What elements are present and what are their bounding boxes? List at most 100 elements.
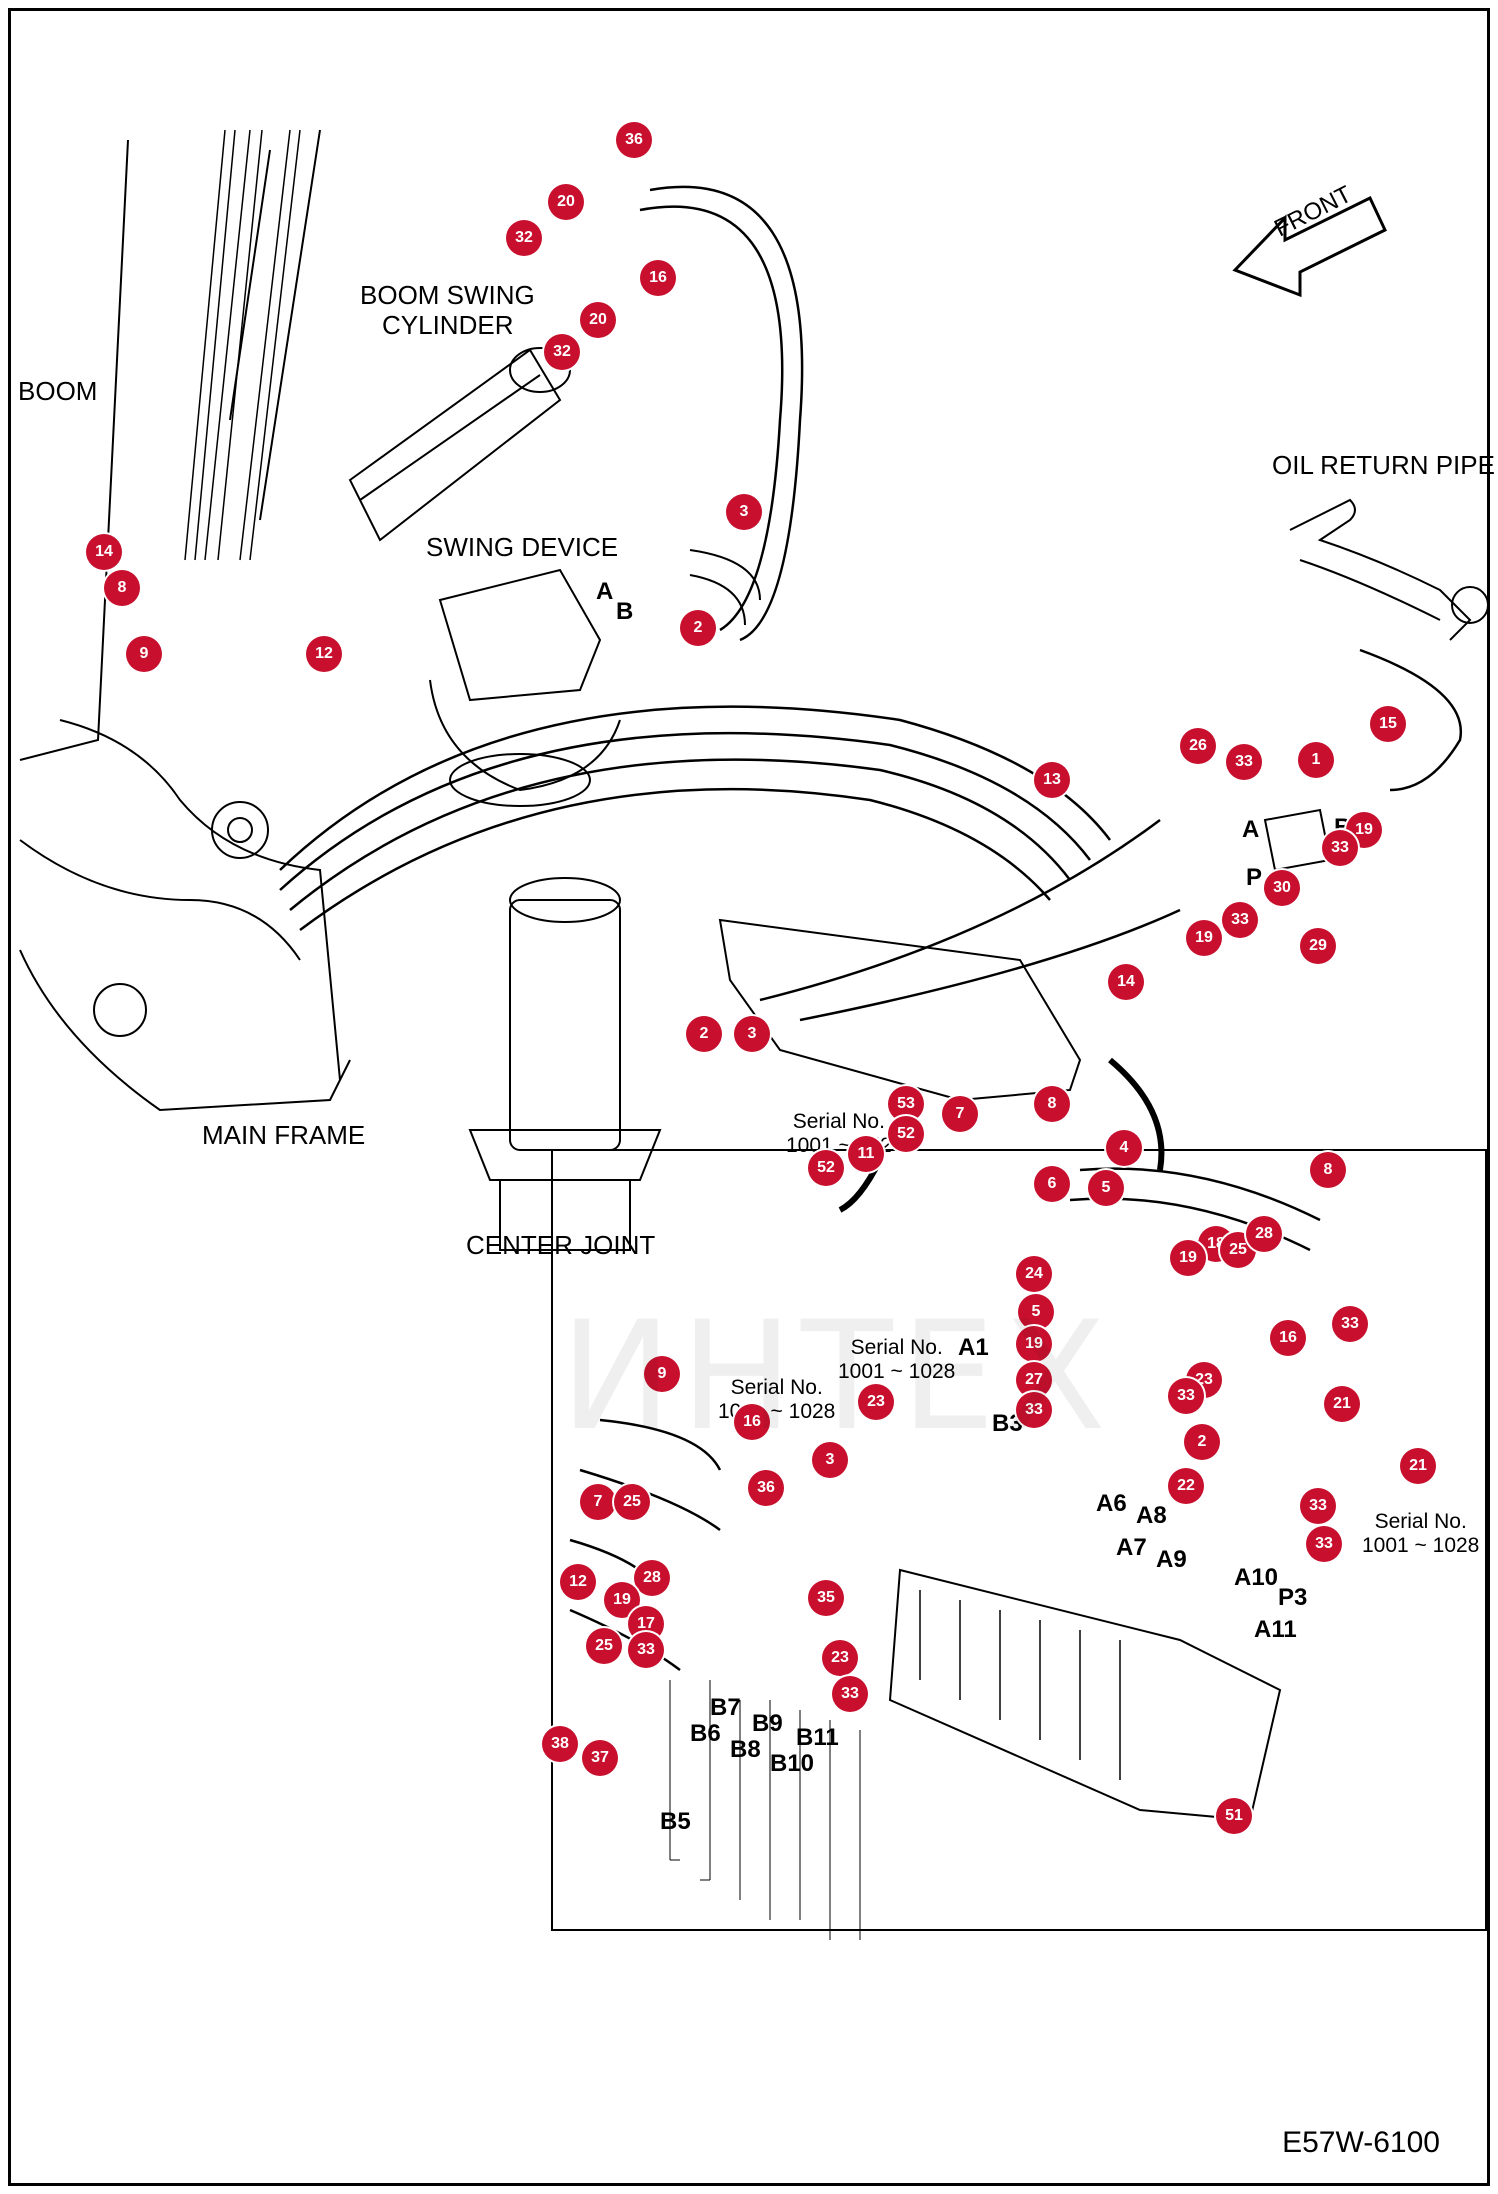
callout-badge-21: 21	[1400, 1448, 1436, 1484]
callout-badge-24: 24	[1016, 1256, 1052, 1292]
callout-badge-2: 2	[680, 610, 716, 646]
callout-badge-33: 33	[1226, 744, 1262, 780]
port-label: A8	[1136, 1502, 1167, 1529]
swing-device	[429, 568, 621, 792]
callout-badge-12: 12	[306, 636, 342, 672]
callout-badge-21: 21	[1324, 1386, 1360, 1422]
callout-badge-52: 52	[808, 1150, 844, 1186]
block-1	[1263, 808, 1332, 872]
callout-badge-25: 25	[586, 1628, 622, 1664]
callout-badge-3: 3	[726, 494, 762, 530]
callout-badge-36: 36	[616, 122, 652, 158]
callout-badge-8: 8	[1034, 1086, 1070, 1122]
callout-badge-16: 16	[1270, 1320, 1306, 1356]
callout-badge-22: 22	[1168, 1468, 1204, 1504]
callout-badge-38: 38	[542, 1726, 578, 1762]
label-boom-swing-cylinder-1: BOOM SWING	[360, 280, 535, 310]
callout-badge-19: 19	[604, 1582, 640, 1618]
serial-note-4-line1: Serial No.	[1374, 1510, 1467, 1533]
center-joint	[509, 899, 621, 1151]
callout-badge-7: 7	[580, 1484, 616, 1520]
serial-note-3-line1: Serial No.	[730, 1376, 823, 1399]
callout-badge-33: 33	[1222, 902, 1258, 938]
callout-badge-14: 14	[1108, 964, 1144, 1000]
main-frame-outline	[19, 949, 351, 1112]
boom-outline	[19, 129, 321, 761]
callout-badge-2: 2	[686, 1016, 722, 1052]
callout-badge-7: 7	[942, 1096, 978, 1132]
label-swing-device: SWING DEVICE	[426, 532, 619, 562]
callout-badge-30: 30	[1264, 870, 1300, 906]
hose-14	[799, 908, 1181, 1022]
port-label: B9	[752, 1710, 783, 1737]
callout-badge-1: 1	[1298, 742, 1334, 778]
callout-badge-23: 23	[822, 1640, 858, 1676]
callout-badge-20: 20	[548, 184, 584, 220]
serial-note-2-line2: 1001 ~ 1028	[838, 1360, 956, 1384]
port-label: P	[1246, 864, 1263, 891]
detail-hoses	[569, 1418, 722, 1672]
serial-note-2: Serial No. 1001 ~ 1028	[838, 1336, 955, 1384]
callout-badge-4: 4	[1106, 1130, 1142, 1166]
hose-15	[1359, 648, 1463, 792]
callout-badge-6: 6	[1034, 1166, 1070, 1202]
callout-badge-32: 32	[544, 334, 580, 370]
callout-badge-5: 5	[1088, 1170, 1124, 1206]
boom-swing-cylinder	[348, 348, 562, 542]
boom-lower	[19, 719, 341, 1081]
callout-badge-29: 29	[1300, 928, 1336, 964]
callout-badge-8: 8	[104, 570, 140, 606]
callout-badge-5: 5	[1018, 1294, 1054, 1330]
callout-badge-16: 16	[640, 260, 676, 296]
callout-badge-19: 19	[1186, 920, 1222, 956]
port-label: A1	[958, 1334, 989, 1361]
callout-badge-3: 3	[734, 1016, 770, 1052]
callout-badge-3: 3	[812, 1442, 848, 1478]
label-oil-return-pipe: OIL RETURN PIPE	[1272, 450, 1495, 480]
callout-badge-12: 12	[560, 1564, 596, 1600]
port-label: B11	[796, 1724, 839, 1751]
callout-badge-53: 53	[888, 1086, 924, 1122]
serial-note-2-line1: Serial No.	[850, 1336, 943, 1359]
serial-note-4-line2: 1001 ~ 1028	[1362, 1534, 1480, 1558]
front-arrow	[1232, 195, 1387, 298]
port-label: A11	[1254, 1616, 1297, 1643]
callout-badge-32: 32	[506, 220, 542, 256]
port-label: B5	[660, 1808, 691, 1835]
callout-badge-33: 33	[1168, 1378, 1204, 1414]
callout-badge-16: 16	[734, 1404, 770, 1440]
hose-36	[639, 185, 804, 642]
hose-3-2	[689, 549, 761, 626]
port-label: B7	[710, 1694, 741, 1721]
label-main-frame: MAIN FRAME	[202, 1120, 366, 1150]
callout-badge-37: 37	[582, 1740, 618, 1776]
boom-pivot	[211, 801, 269, 859]
port-label: B10	[770, 1750, 815, 1777]
port-label: A	[1242, 816, 1260, 843]
callout-badge-15: 15	[1370, 706, 1406, 742]
callout-badge-36: 36	[748, 1470, 784, 1506]
label-boom-swing-cylinder-2: CYLINDER	[382, 310, 514, 340]
callout-badge-19: 19	[1016, 1326, 1052, 1362]
boom-hose-bundle	[184, 129, 301, 561]
callout-badge-19: 19	[1170, 1240, 1206, 1276]
callout-badge-14: 14	[86, 534, 122, 570]
control-valve	[718, 918, 1082, 1102]
callout-badge-28: 28	[634, 1560, 670, 1596]
port-label: A9	[1156, 1546, 1187, 1573]
callout-badge-2: 2	[1184, 1424, 1220, 1460]
callout-badge-20: 20	[580, 302, 616, 338]
callout-badge-26: 26	[1180, 728, 1216, 764]
label-boom: BOOM	[18, 376, 98, 406]
callout-badge-33: 33	[1322, 830, 1358, 866]
callout-badge-9: 9	[644, 1356, 680, 1392]
figure-code: E57W-6100	[1282, 2126, 1440, 2159]
callout-badge-28: 28	[1246, 1216, 1282, 1252]
port-label: A	[596, 578, 614, 605]
port-label: B8	[730, 1736, 761, 1763]
callout-badge-13: 13	[1034, 762, 1070, 798]
callout-badge-52: 52	[888, 1116, 924, 1152]
serial-note-4: Serial No. 1001 ~ 1028	[1362, 1510, 1479, 1558]
